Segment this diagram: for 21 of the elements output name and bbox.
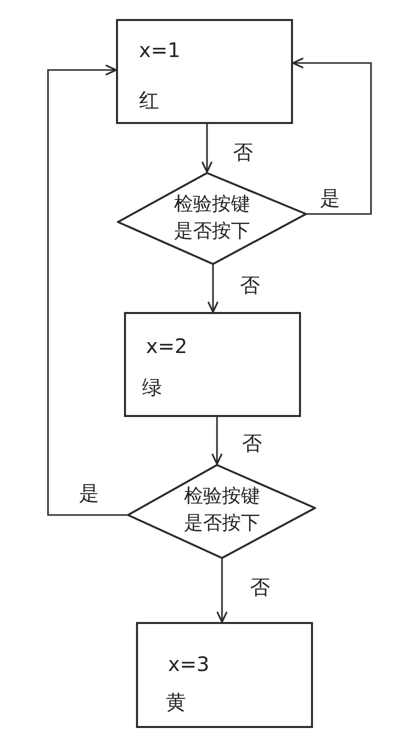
edge-label: 是 (78, 481, 100, 505)
process-box (136, 622, 313, 728)
arrow (201, 124, 213, 173)
assignment-text: x=1 (139, 38, 180, 62)
arrow (216, 559, 228, 623)
question-text: 检验按键是否按下 (183, 484, 261, 536)
color-text: 绿 (142, 375, 162, 399)
arrow (47, 64, 127, 516)
arrow (292, 57, 372, 215)
edge-label: 是 (319, 186, 341, 210)
process-box (124, 312, 301, 417)
color-text: 红 (139, 88, 159, 112)
arrow (211, 417, 223, 465)
question-text: 检验按键是否按下 (173, 192, 251, 244)
decision-diamond (127, 464, 316, 559)
color-text: 黄 (166, 690, 186, 714)
assignment-text: x=2 (146, 334, 188, 358)
process-box (116, 19, 293, 124)
decision-diamond (117, 172, 307, 265)
assignment-text: x=3 (168, 652, 210, 676)
arrow (207, 265, 219, 313)
